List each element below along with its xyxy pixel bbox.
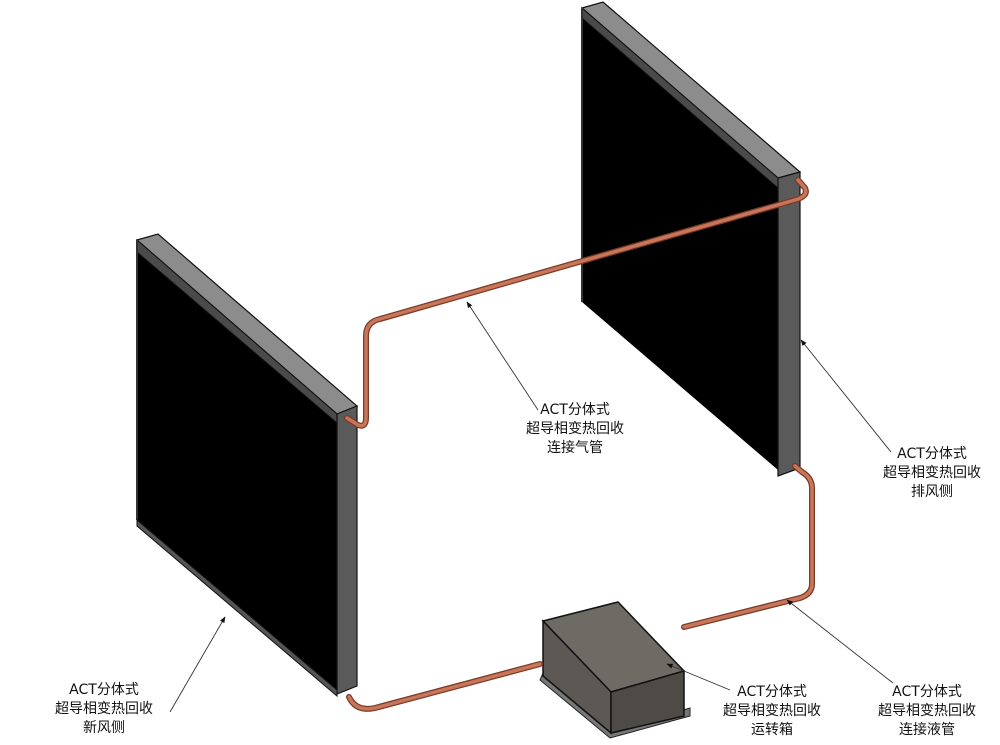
exhaust-coil-face <box>582 18 778 470</box>
callout-fresh-air-side-line1: ACT分体式 <box>69 682 139 698</box>
callout-gas-pipe-line2: 超导相变热回收 <box>526 421 624 437</box>
callout-fresh-air-side: ACT分体式 超导相变热回收 新风侧 <box>34 681 174 738</box>
callout-exhaust-side-line1: ACT分体式 <box>897 446 967 462</box>
callout-liquid-pipe-line2: 超导相变热回收 <box>878 703 976 719</box>
exhaust-side-panel <box>580 1 802 477</box>
box-side-face <box>610 670 685 734</box>
leader-lines <box>169 301 894 713</box>
callout-gas-pipe-line3: 连接气管 <box>547 440 603 456</box>
leader-fresh-air-side <box>169 616 226 713</box>
callout-operating-box-line3: 运转箱 <box>751 722 793 738</box>
fresh-air-bottom-frame <box>136 518 338 698</box>
leader-exhaust-side <box>800 339 892 453</box>
callout-liquid-pipe-line1: ACT分体式 <box>892 684 962 700</box>
callout-operating-box-line1: ACT分体式 <box>737 684 807 700</box>
fresh-air-side-post <box>336 405 358 695</box>
leader-operating-box <box>666 663 731 691</box>
callout-gas-pipe: ACT分体式 超导相变热回收 连接气管 <box>505 401 645 458</box>
fresh-air-side-panel <box>135 233 359 698</box>
leader-gas-pipe <box>466 301 539 411</box>
exhaust-side-post <box>777 171 801 477</box>
callout-gas-pipe-line1: ACT分体式 <box>540 402 610 418</box>
leader-liquid-pipe <box>786 599 894 684</box>
callout-liquid-pipe-line3: 连接液管 <box>899 722 955 738</box>
callout-liquid-pipe: ACT分体式 超导相变热回收 连接液管 <box>857 683 997 740</box>
operating-box <box>539 601 691 739</box>
callout-operating-box: ACT分体式 超导相变热回收 运转箱 <box>702 683 842 740</box>
liquid-pipe <box>346 463 815 712</box>
callout-exhaust-side-line3: 排风侧 <box>911 484 953 500</box>
callout-operating-box-line2: 超导相变热回收 <box>723 703 821 719</box>
callout-fresh-air-side-line2: 超导相变热回收 <box>55 701 153 717</box>
fresh-air-coil-face <box>137 252 337 690</box>
callout-exhaust-side-line2: 超导相变热回收 <box>883 465 981 481</box>
callout-fresh-air-side-line3: 新风侧 <box>83 720 125 736</box>
gas-pipe <box>344 177 809 429</box>
callout-exhaust-side: ACT分体式 超导相变热回收 排风侧 <box>862 445 1000 502</box>
